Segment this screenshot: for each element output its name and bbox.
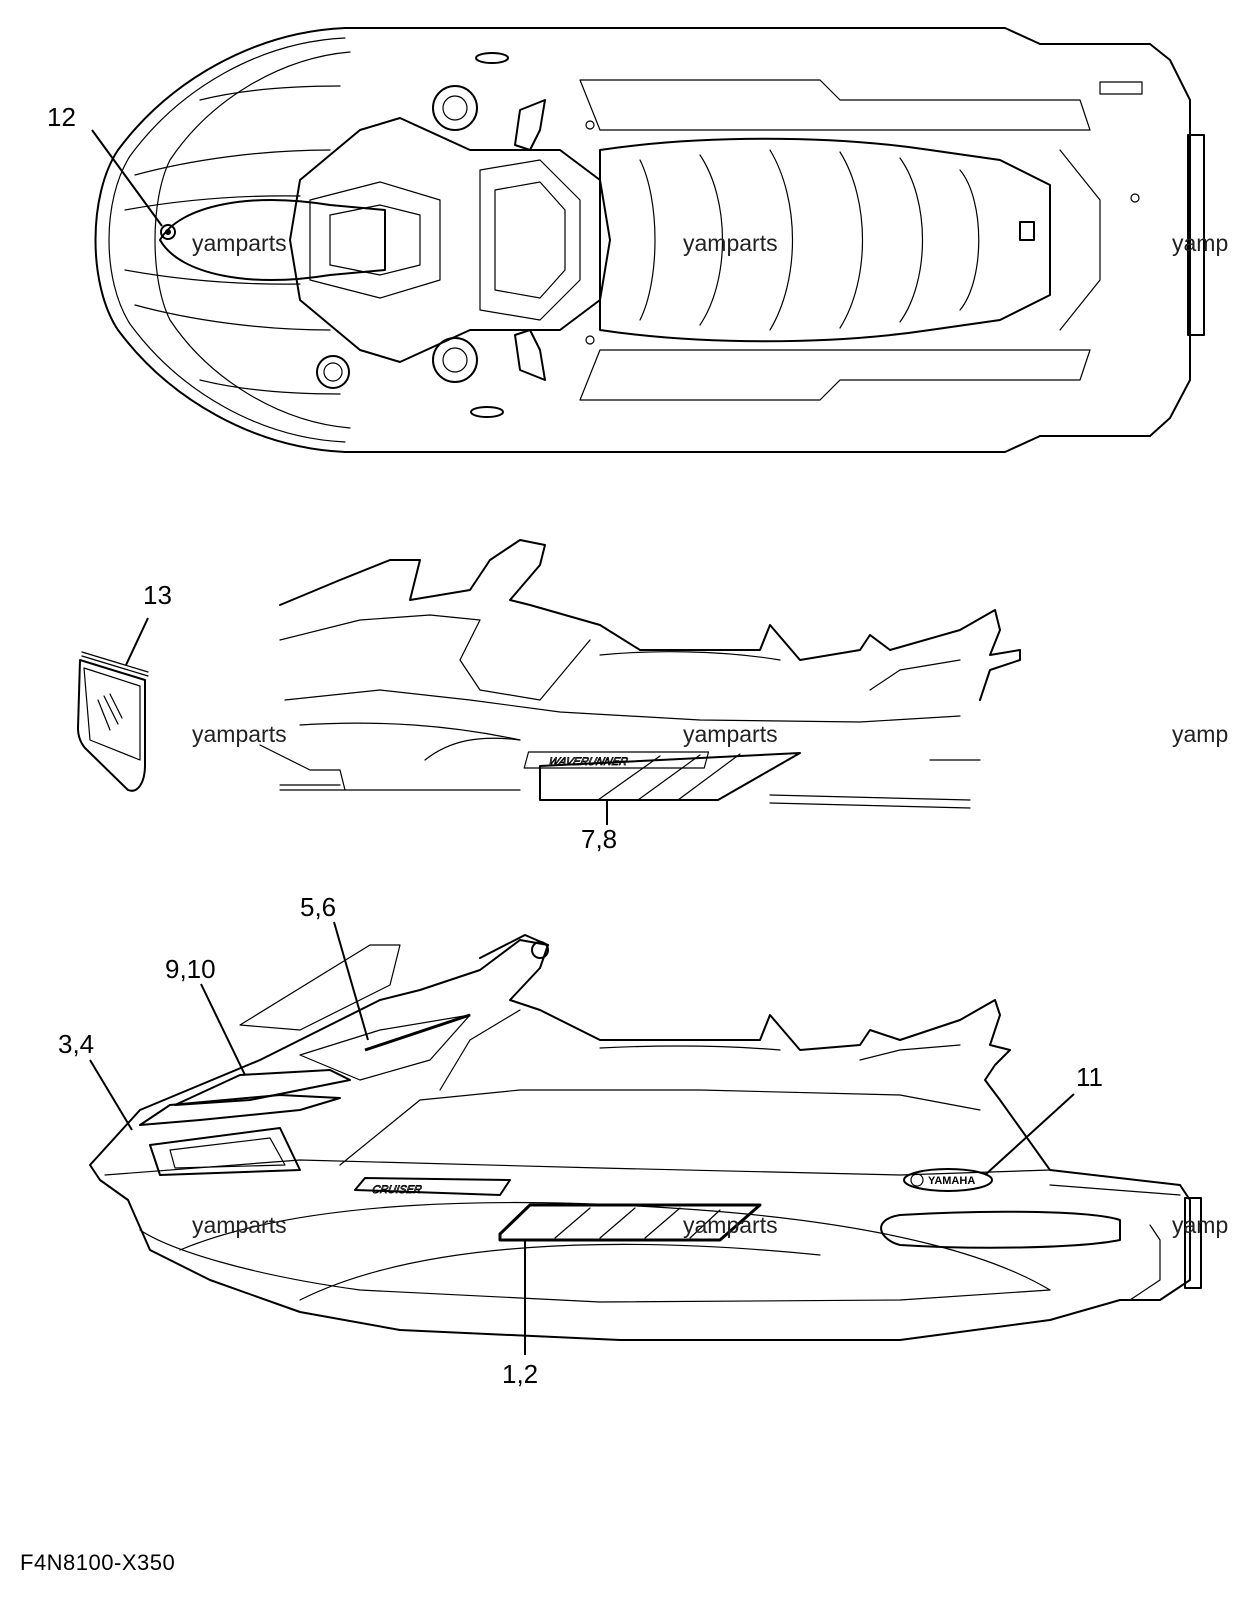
watermark: yamparts bbox=[683, 230, 778, 256]
callout-11: 11 bbox=[1076, 1062, 1103, 1092]
watermark: yamparts bbox=[192, 1212, 287, 1238]
watermark: yamparts bbox=[192, 230, 287, 256]
watermark: yamp bbox=[1172, 230, 1228, 256]
callout-9-10: 9,10 bbox=[165, 954, 216, 984]
watermark: yamp bbox=[1172, 1212, 1228, 1238]
callout-13: 13 bbox=[143, 580, 172, 610]
yamaha-badge-text: YAMAHA bbox=[928, 1175, 975, 1187]
decal-sheet-part bbox=[77, 651, 149, 792]
top-view-watercraft bbox=[94, 27, 1205, 453]
cruiser-decal-text: CRUISER bbox=[371, 1184, 423, 1196]
callout-5-6: 5,6 bbox=[300, 892, 336, 922]
callout-7-8: 7,8 bbox=[581, 824, 617, 854]
wave-runner-decal-text: WAVERUNNER bbox=[547, 756, 629, 768]
watermark: yamparts bbox=[192, 721, 287, 747]
side-view-upper-watercraft: WAVERUNNER bbox=[259, 539, 1021, 825]
diagram-code: F4N8100-X350 bbox=[20, 1550, 175, 1575]
side-view-lower-watercraft: CRUISER YAMAHA bbox=[89, 934, 1202, 1355]
watermark: yamp bbox=[1172, 721, 1228, 747]
watermark: yamparts bbox=[683, 1212, 778, 1238]
watermark: yamparts bbox=[683, 721, 778, 747]
callout-12: 12 bbox=[47, 102, 76, 132]
leader-lines bbox=[89, 129, 1075, 1176]
callout-1-2: 1,2 bbox=[502, 1359, 538, 1389]
callout-3-4: 3,4 bbox=[58, 1029, 94, 1059]
